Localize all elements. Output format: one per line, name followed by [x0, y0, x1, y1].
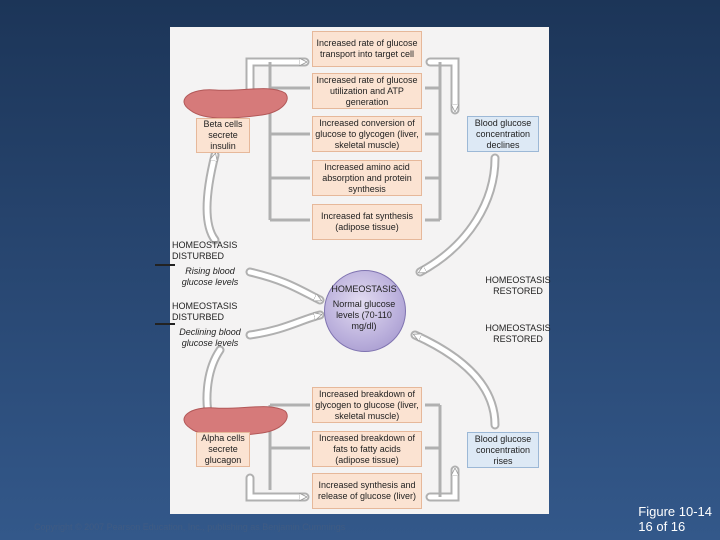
- pancreas-top-image: [183, 88, 288, 119]
- arrow-declines-to-restored: [415, 153, 500, 277]
- arrow-alpha-to-effects: [245, 473, 310, 502]
- box-glucose-to-glycogen: Increased conversion of glucose to glyco…: [312, 116, 422, 152]
- box-glycogen-breakdown: Increased breakdown of glycogen to gluco…: [312, 387, 422, 423]
- glucose-declines-label: Blood glucose concentration declines: [467, 116, 539, 152]
- pointer-bar-declining: [155, 323, 175, 325]
- homeostasis-title: HOMEOSTASIS: [331, 284, 397, 294]
- box-glucose-utilization: Increased rate of glucose utilization an…: [312, 73, 422, 109]
- box-fat-synthesis: Increased fat synthesis (adipose tissue): [312, 204, 422, 240]
- homeostasis-disturbed-top: HOMEOSTASIS DISTURBED: [172, 240, 238, 261]
- box-amino-acid: Increased amino acid absorption and prot…: [312, 160, 422, 196]
- arrow-effects-to-rises: [425, 465, 460, 502]
- copyright-notice: Copyright © 2007 Pearson Education, Inc.…: [34, 522, 346, 532]
- alpha-cells-label: Alpha cells secrete glucagon: [196, 432, 250, 467]
- glucose-rises-label: Blood glucose concentration rises: [467, 432, 539, 468]
- beta-cells-label: Beta cells secrete insulin: [196, 118, 250, 153]
- figure-number: Figure 10-14: [638, 504, 712, 519]
- arrow-effects-to-declines: [425, 57, 460, 115]
- normal-levels-label: Normal glucose levels (70-110 mg/dl): [332, 299, 396, 331]
- rising-levels-label: Rising blood glucose levels: [181, 266, 239, 287]
- homeostasis-disturbed-bottom: HOMEOSTASIS DISTURBED: [172, 301, 238, 322]
- homeostasis-restored-bottom: HOMEOSTASIS RESTORED: [485, 323, 551, 344]
- figure-page: 16 of 16: [638, 519, 686, 534]
- box-glucose-release: Increased synthesis and release of gluco…: [312, 473, 422, 509]
- box-fat-breakdown: Increased breakdown of fats to fatty aci…: [312, 431, 422, 467]
- arrow-rises-to-restored: [410, 330, 500, 430]
- homeostasis-circle: [324, 270, 406, 352]
- figure-caption: Figure 10-14 16 of 16: [638, 504, 712, 534]
- pointer-bar-rising: [155, 264, 175, 266]
- box-glucose-transport: Increased rate of glucose transport into…: [312, 31, 422, 67]
- declining-levels-label: Declining blood glucose levels: [179, 327, 241, 348]
- homeostasis-restored-top: HOMEOSTASIS RESTORED: [485, 275, 551, 296]
